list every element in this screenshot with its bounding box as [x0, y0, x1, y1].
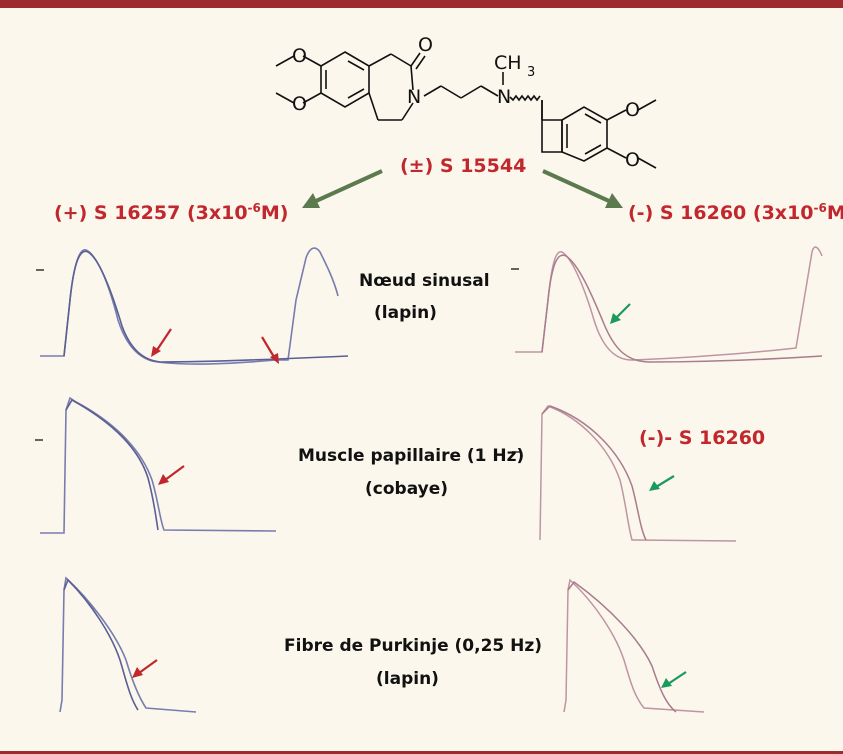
pointer-arrow-red-4 [132, 659, 158, 678]
panel-1-species: (lapin) [374, 303, 437, 323]
action-potential-control [539, 405, 737, 542]
trace-papillary-left [35, 396, 277, 534]
panel-2-tissue: Muscle papillaire (1 Hz) [298, 446, 524, 466]
enantiomer-plus-label: (+) S 16257 (3x10-6M) [54, 201, 288, 224]
arrow-left-head [302, 193, 320, 208]
bottom-accent-line [0, 751, 843, 754]
atom-o-1: O [292, 45, 307, 67]
enantiomer-arrows [302, 169, 623, 208]
enantiomer-minus-label: (-) S 16260 (3x10-6M) [628, 201, 843, 224]
trace-sinus-left [36, 247, 349, 365]
atom-o-4: O [625, 149, 640, 171]
action-potential-drug [63, 250, 349, 363]
atom-o-3: O [625, 99, 640, 121]
pointer-arrow-red-3 [158, 465, 185, 485]
panel-2-right-label: (-)- S 16260 [639, 427, 765, 449]
atom-o-carbonyl: O [418, 34, 433, 56]
wavy-bond [509, 94, 541, 102]
ring-double-bond [347, 88, 365, 99]
benzene-ring-left [320, 51, 370, 108]
trace-papillary-right [512, 405, 737, 542]
action-potential-control [59, 576, 197, 713]
atom-n-ring: N [407, 86, 421, 108]
action-potential-control [40, 247, 339, 365]
cyclobutane-ring [541, 100, 563, 153]
panel-2-species: (cobaye) [365, 479, 448, 499]
molecule-atom-labels: O O O N N CH 3 O O [292, 34, 640, 171]
trace-purkinje-right [563, 578, 705, 713]
action-potential-drug [65, 398, 159, 531]
action-potential-drug [63, 578, 139, 711]
action-potential-drug [541, 405, 647, 541]
pointer-arrow-green-1 [610, 303, 631, 324]
pointer-arrows-green [610, 303, 687, 688]
atom-methyl: CH [494, 52, 522, 74]
atom-o-2: O [292, 93, 307, 115]
pointer-arrow-red-2 [261, 336, 279, 364]
pointer-arrow-red-1 [151, 328, 172, 357]
arrow-right-shaft [542, 169, 610, 203]
action-potential-control [515, 246, 823, 361]
arrow-left-shaft [315, 169, 383, 203]
action-potential-drug [541, 254, 823, 363]
trace-purkinje-left [59, 576, 197, 713]
molecule-structure [275, 51, 657, 169]
panel-1-tissue: Nœud sinusal [359, 271, 490, 291]
pointer-arrow-green-2 [649, 475, 675, 491]
action-potential-drug [567, 580, 677, 713]
molecule-name: (±) S 15544 [400, 155, 526, 177]
trace-sinus-right [511, 246, 823, 363]
benzene-ring-right [561, 106, 608, 162]
panel-3-tissue: Fibre de Purkinje (0,25 Hz) [284, 636, 542, 656]
top-accent-bar [0, 0, 843, 8]
action-potential-control [40, 396, 277, 534]
pointer-arrows-red [132, 328, 279, 678]
panel-3-species: (lapin) [376, 669, 439, 689]
pointer-arrow-green-3 [661, 671, 687, 688]
atom-n-amine: N [497, 86, 511, 108]
action-potential-control [563, 578, 705, 713]
atom-methyl-subscript: 3 [527, 65, 535, 80]
ring-double-bond [347, 60, 365, 71]
arrow-right-head [605, 193, 623, 208]
